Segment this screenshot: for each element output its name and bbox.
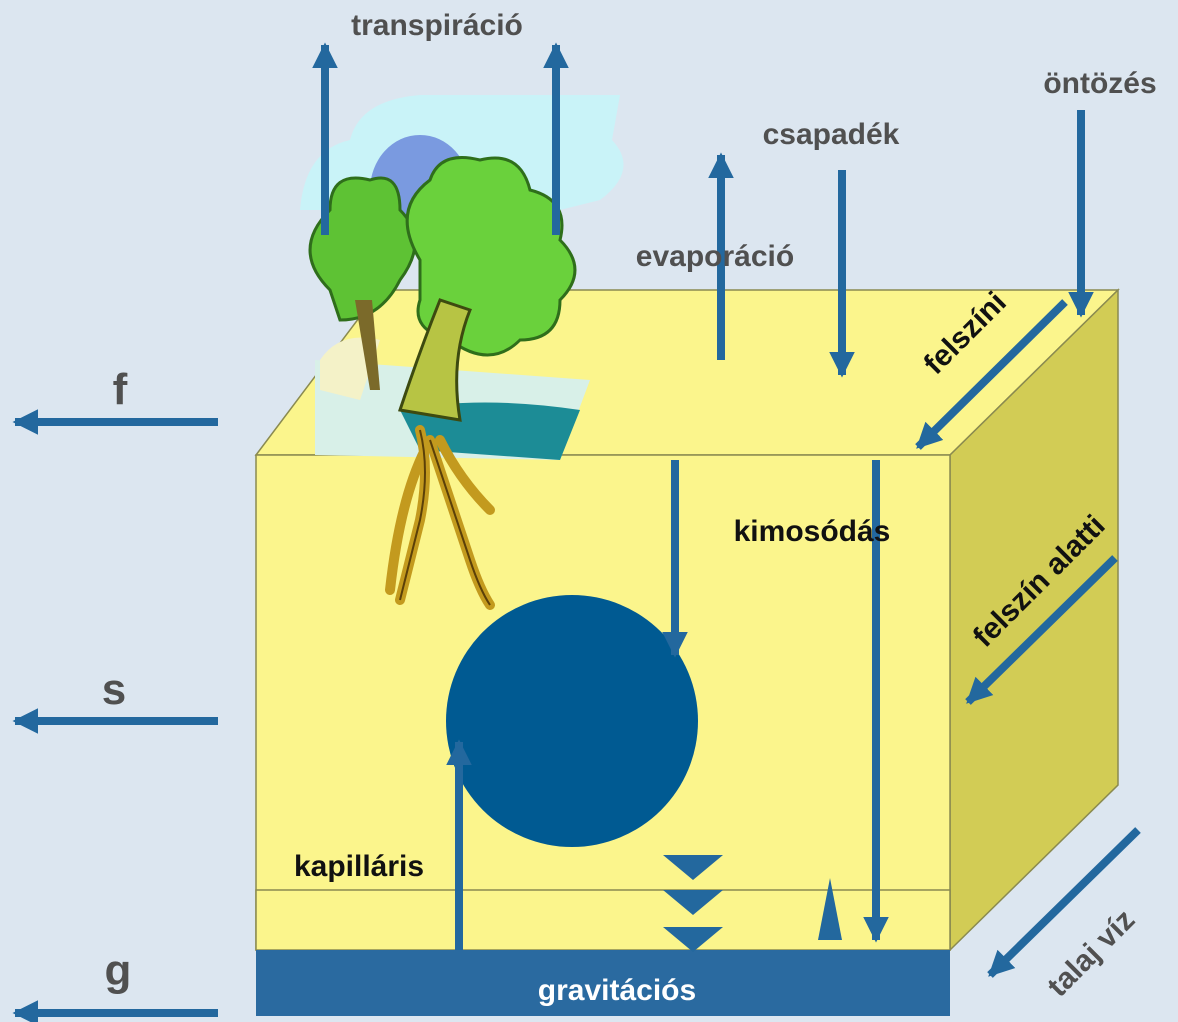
label-precipitation: csapadék xyxy=(763,118,900,151)
label-f: f xyxy=(113,365,128,414)
label-evaporation: evaporáció xyxy=(636,240,794,273)
label-s: s xyxy=(102,665,126,714)
label-capillary: kapilláris xyxy=(294,850,424,883)
capillary-zone xyxy=(256,890,950,950)
label-transpiration: transpiráció xyxy=(351,9,523,42)
label-irrigation: öntözés xyxy=(1043,67,1156,100)
label-leaching: kimosódás xyxy=(734,515,891,548)
label-g: g xyxy=(105,946,132,995)
water-circle xyxy=(446,595,698,847)
label-gravitational: gravitációs xyxy=(538,974,696,1007)
label-groundwater: talaj víz xyxy=(1041,903,1141,1003)
